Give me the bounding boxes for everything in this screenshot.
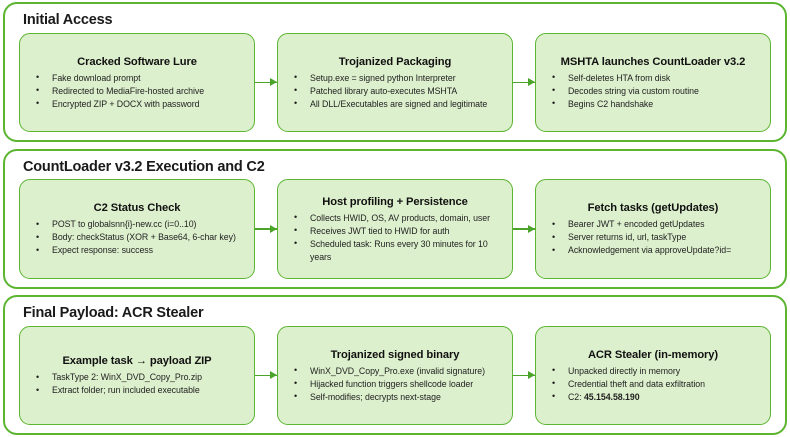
- card-bullet-list: TaskType 2: WinX_DVD_Copy_Pro.zip Extrac…: [26, 371, 248, 397]
- flow-card-cracked-software-lure[interactable]: Cracked Software Lure Fake download prom…: [19, 32, 255, 132]
- arrow-head: [528, 78, 535, 87]
- arrow-line: [513, 81, 535, 84]
- arrow-line: [513, 228, 535, 230]
- arrow-line: [513, 374, 535, 377]
- card-title: Cracked Software Lure: [77, 55, 197, 68]
- arrow-head: [528, 371, 535, 380]
- arrow-line: [255, 228, 277, 230]
- bullet-item: Expect response: success: [34, 244, 246, 257]
- section-initial-access: Initial Access Cracked Software Lure Fak…: [3, 2, 787, 142]
- arrow-connector-icon: [255, 223, 277, 235]
- card-title: C2 Status Check: [93, 202, 181, 215]
- section-card-row: Cracked Software Lure Fake download prom…: [19, 32, 771, 132]
- bullet-item: Body: checkStatus (XOR + Base64, 6-char …: [34, 231, 246, 244]
- bullet-item: Setup.exe = signed python Interpreter: [292, 71, 504, 85]
- bullet-item: Acknowledgement via approveUpdate?id=: [550, 244, 762, 257]
- card-bullet-list: Self-deletes HTA from disk Decodes strin…: [542, 71, 764, 111]
- card-title: Example task → payload ZIP: [62, 355, 212, 368]
- card-title: Trojanized signed binary: [330, 348, 460, 361]
- bullet-item: Self-deletes HTA from disk: [550, 71, 762, 85]
- section-title: Initial Access: [23, 12, 113, 28]
- card-bullet-list: Bearer JWT + encoded getUpdates Server r…: [542, 218, 764, 257]
- flow-card-acr-stealer-in-memory[interactable]: ACR Stealer (in-memory) Unpacked directl…: [535, 325, 771, 425]
- arrow-head: [270, 371, 277, 380]
- bullet-item: Encrypted ZIP + DOCX with password: [34, 97, 246, 111]
- bullet-item: POST to globalsnn{i}-new.cc (i=0..10): [34, 218, 246, 231]
- card-title: Trojanized Packaging: [338, 55, 452, 68]
- arrow-line: [255, 81, 277, 84]
- arrow-head: [528, 224, 535, 233]
- card-title: Host profiling + Persistence: [322, 195, 468, 208]
- section-card-row: Example task → payload ZIP TaskType 2: W…: [19, 325, 771, 425]
- card-title: ACR Stealer (in-memory): [587, 348, 719, 361]
- bullet-item: Bearer JWT + encoded getUpdates: [550, 218, 762, 231]
- section-title: CountLoader v3.2 Execution and C2: [23, 158, 265, 175]
- bullet-item-c2-address: C2: 45.154.58.190: [550, 390, 762, 404]
- card-title: MSHTA launches CountLoader v3.2: [560, 55, 746, 68]
- arrow-head: [270, 78, 277, 87]
- card-bullet-list: Setup.exe = signed python Interpreter Pa…: [284, 71, 506, 111]
- card-bullet-list: Fake download prompt Redirected to Media…: [26, 71, 248, 111]
- card-bullet-list: Collects HWID, OS, AV products, domain, …: [284, 211, 506, 264]
- bullet-item: Fake download prompt: [34, 71, 246, 85]
- card-bullet-list: WinX_DVD_Copy_Pro.exe (invalid signature…: [284, 364, 506, 404]
- flow-card-mshta-launches-countloader[interactable]: MSHTA launches CountLoader v3.2 Self-del…: [535, 32, 771, 132]
- arrow-connector-icon: [255, 76, 277, 88]
- flow-card-example-task-payload-zip[interactable]: Example task → payload ZIP TaskType 2: W…: [19, 325, 255, 425]
- bullet-item: Redirected to MediaFire-hosted archive: [34, 84, 246, 98]
- arrow-connector-icon: [255, 369, 277, 381]
- card-bullet-list: Unpacked directly in memory Credential t…: [542, 364, 764, 404]
- bullet-item: Credential theft and data exfiltration: [550, 377, 762, 391]
- flow-card-c2-status-check[interactable]: C2 Status Check POST to globalsnn{i}-new…: [19, 179, 255, 279]
- bullet-item: Receives JWT tied to HWID for auth: [292, 224, 504, 238]
- bullet-item: Server returns id, url, taskType: [550, 231, 762, 244]
- bullet-item: Scheduled task: Runs every 30 minutes fo…: [292, 237, 504, 264]
- bullet-item: Begins C2 handshake: [550, 97, 762, 111]
- card-title: Fetch tasks (getUpdates): [587, 202, 719, 215]
- arrow-line: [255, 374, 277, 377]
- arrow-connector-icon: [513, 223, 535, 235]
- section-countloader-execution-c2: CountLoader v3.2 Execution and C2 C2 Sta…: [3, 148, 787, 289]
- bullet-item: Hijacked function triggers shellcode loa…: [292, 377, 504, 391]
- bullet-item: Extract folder; run included executable: [34, 384, 246, 397]
- bullet-item: Collects HWID, OS, AV products, domain, …: [292, 211, 504, 225]
- card-bullet-list: POST to globalsnn{i}-new.cc (i=0..10) Bo…: [26, 218, 248, 257]
- bullet-item: Decodes string via custom routine: [550, 84, 762, 98]
- flow-card-host-profiling-persistence[interactable]: Host profiling + Persistence Collects HW…: [277, 179, 513, 279]
- flow-card-trojanized-signed-binary[interactable]: Trojanized signed binary WinX_DVD_Copy_P…: [277, 325, 513, 425]
- section-card-row: C2 Status Check POST to globalsnn{i}-new…: [19, 179, 771, 279]
- bullet-item: Unpacked directly in memory: [550, 364, 762, 378]
- bullet-item: WinX_DVD_Copy_Pro.exe (invalid signature…: [292, 364, 504, 378]
- bullet-item: Self-modifies; decrypts next-stage: [292, 390, 504, 404]
- flow-card-fetch-tasks-getupdates[interactable]: Fetch tasks (getUpdates) Bearer JWT + en…: [535, 179, 771, 279]
- section-final-payload-acr-stealer: Final Payload: ACR Stealer Example task …: [3, 295, 787, 435]
- arrow-connector-icon: [513, 76, 535, 88]
- bullet-item: Patched library auto-executes MSHTA: [292, 84, 504, 98]
- arrow-connector-icon: [513, 369, 535, 381]
- bullet-item: All DLL/Executables are signed and legit…: [292, 97, 504, 111]
- bullet-item: TaskType 2: WinX_DVD_Copy_Pro.zip: [34, 371, 246, 384]
- section-title: Final Payload: ACR Stealer: [23, 305, 204, 321]
- arrow-head: [270, 224, 277, 233]
- flow-card-trojanized-packaging[interactable]: Trojanized Packaging Setup.exe = signed …: [277, 32, 513, 132]
